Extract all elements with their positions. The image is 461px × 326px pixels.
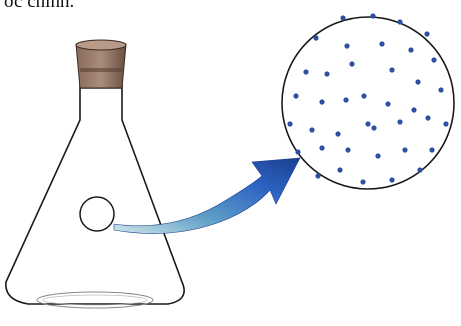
particle-dot — [319, 99, 324, 104]
particle-dot — [287, 121, 292, 126]
stopper-top — [76, 40, 126, 50]
flask-body-outline — [6, 72, 184, 304]
particle-dot — [344, 43, 349, 48]
particle-dot — [335, 131, 340, 136]
curved-arrow-icon — [114, 158, 300, 234]
particle-dot — [315, 173, 320, 178]
flask — [6, 72, 184, 308]
particle-dot — [431, 57, 436, 62]
particle-dot — [408, 47, 413, 52]
magnified-view-circle — [282, 13, 454, 189]
particle-dot — [340, 15, 345, 20]
particle-dot — [379, 41, 384, 46]
particle-dot — [295, 149, 300, 154]
flask-base-ellipse — [37, 292, 153, 308]
sample-region-circle — [80, 197, 114, 231]
particle-dot — [365, 121, 370, 126]
particle-dot — [337, 167, 342, 172]
particle-dot — [313, 35, 318, 40]
particle-dot — [389, 67, 394, 72]
particle-dot — [309, 127, 314, 132]
particle-dot — [397, 19, 402, 24]
particle-dot — [425, 115, 430, 120]
particle-dot — [411, 107, 416, 112]
particle-dot — [324, 71, 329, 76]
particle-dot — [443, 121, 448, 126]
particle-dot — [415, 79, 420, 84]
particle-dot — [424, 31, 429, 36]
stopper-body — [76, 44, 126, 88]
particle-dot — [370, 13, 375, 18]
particle-dot — [417, 167, 422, 172]
particle-dot — [371, 125, 376, 130]
particle-dot — [397, 119, 402, 124]
particle-dot — [429, 147, 434, 152]
particle-dot — [349, 61, 354, 66]
particle-dot — [319, 145, 324, 150]
particle-dot — [438, 87, 443, 92]
stopper-band — [80, 68, 122, 72]
particle-dot — [385, 101, 390, 106]
particle-dot — [361, 93, 366, 98]
particle-dot — [293, 93, 298, 98]
particle-dot — [303, 69, 308, 74]
particle-dot — [389, 177, 394, 182]
cork-stopper-icon — [76, 40, 126, 88]
particle-dot — [343, 97, 348, 102]
particle-dot — [345, 147, 350, 152]
particle-dot — [375, 153, 380, 158]
particle-dot — [360, 179, 365, 184]
particle-dot — [402, 147, 407, 152]
